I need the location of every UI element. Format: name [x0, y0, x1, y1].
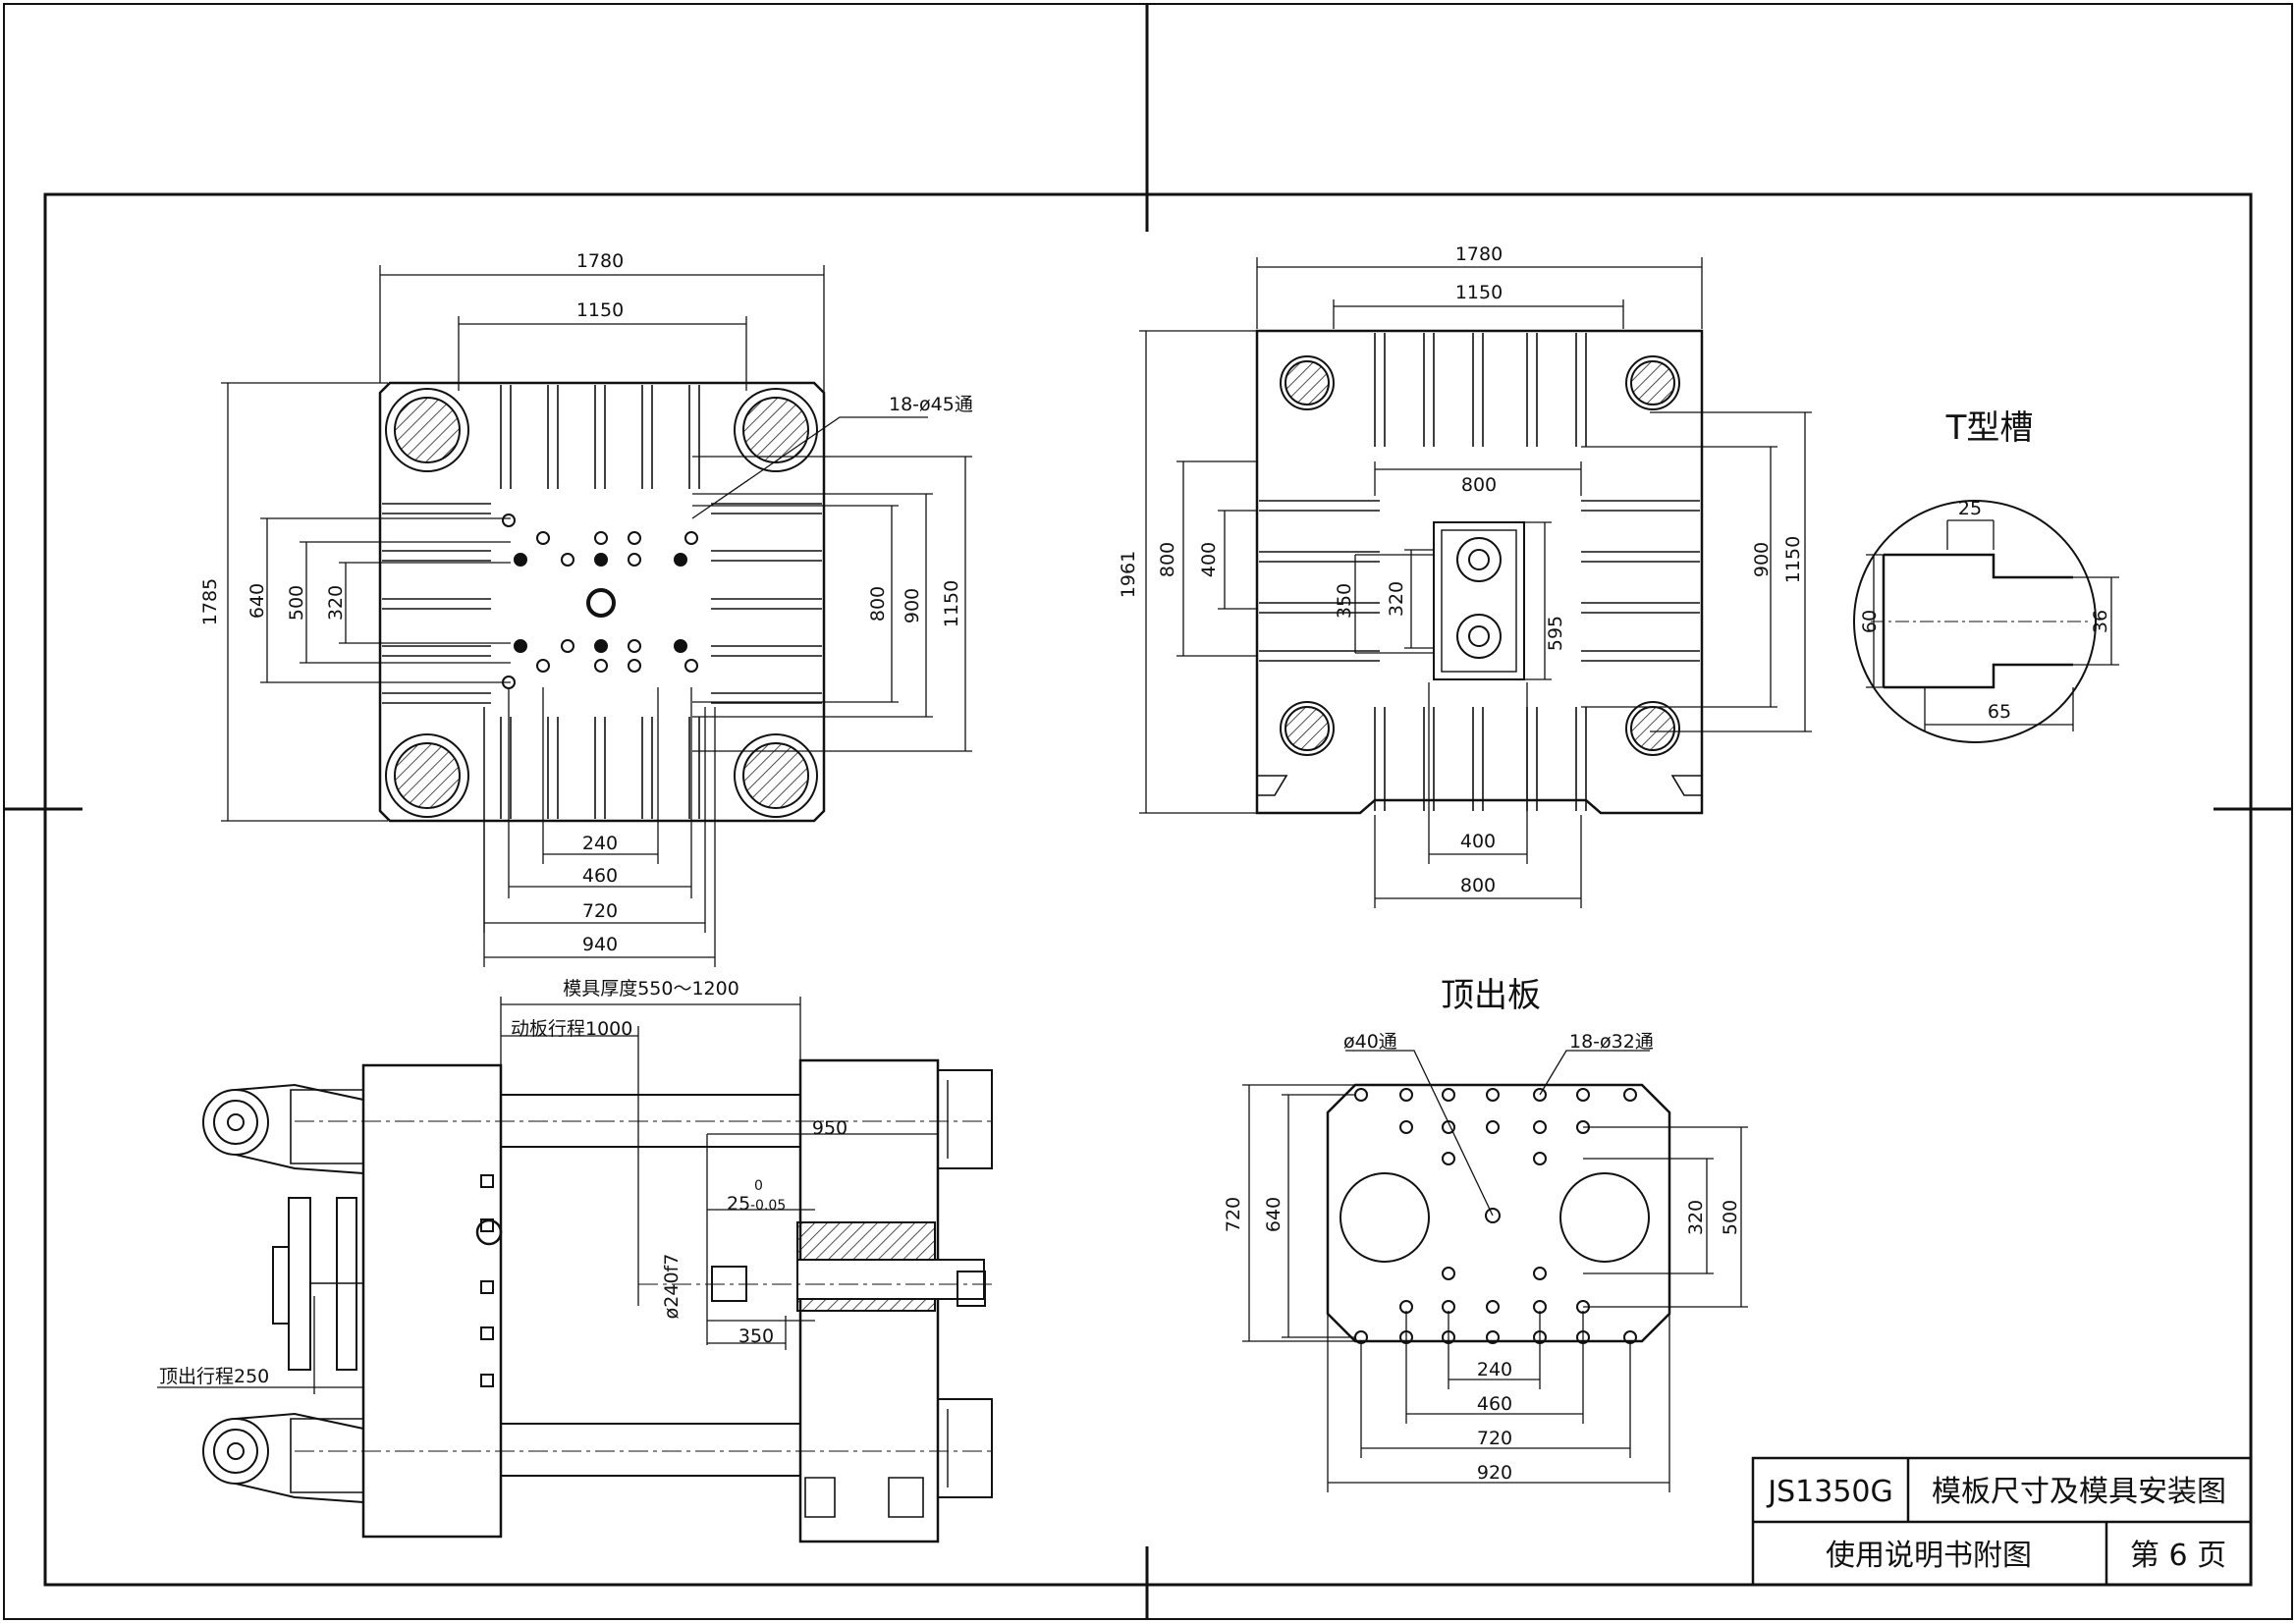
- dim-940: 940: [582, 934, 618, 955]
- dim-1780: 1780: [1455, 243, 1503, 265]
- view1-labels: 1780 1150 18-ø45通 1785 640 500 320 800 9…: [199, 250, 973, 955]
- platen-stroke-label: 动板行程1000: [511, 1018, 632, 1040]
- holes-note: 18-ø45通: [889, 394, 973, 415]
- dim-65: 65: [1988, 701, 2011, 723]
- tolerance-upper: 0: [754, 1178, 763, 1194]
- center-hole-note: ø40通: [1343, 1031, 1397, 1053]
- dim-240f7: ø240f7: [661, 1254, 683, 1320]
- ejector-opening: [1433, 521, 1525, 680]
- tie-bar-holes: [385, 388, 818, 818]
- dim-460: 460: [582, 865, 618, 887]
- dim-1150: 1150: [1455, 282, 1503, 303]
- title-block-text: JS1350G 模板尺寸及模具安装图 使用说明书附图 第 6 页: [1766, 1475, 2226, 1573]
- view2-labels: 1780 1150 800 1961 800 400 350 320 595 9…: [1118, 243, 1804, 896]
- dim-950: 950: [812, 1117, 847, 1139]
- tie-bars: [295, 1094, 992, 1477]
- dim-920: 920: [1477, 1462, 1512, 1484]
- mounting-holes: [502, 514, 698, 689]
- dim-1780: 1780: [576, 250, 624, 272]
- holes-note: 18-ø32通: [1569, 1031, 1654, 1053]
- dim-36: 36: [2090, 610, 2111, 633]
- tolerance-label: 25: [727, 1193, 750, 1215]
- dim-595: 595: [1545, 616, 1566, 651]
- dim-240: 240: [582, 833, 618, 854]
- ejector-cylinder: [272, 1197, 363, 1371]
- view2-t-slots: [1259, 333, 1700, 811]
- ejector-dimensions: [1242, 1050, 1748, 1492]
- dim-500: 500: [1720, 1200, 1741, 1235]
- view2-dimensions: [1139, 257, 1812, 908]
- dim-1961: 1961: [1118, 551, 1139, 598]
- dim-320: 320: [325, 585, 347, 621]
- dim-900: 900: [1751, 542, 1773, 577]
- dim-400-left: 400: [1198, 542, 1220, 577]
- tolerance-lower: -0.05: [750, 1198, 786, 1214]
- dim-800-left: 800: [1157, 542, 1178, 577]
- dim-800-bottom: 800: [1460, 875, 1496, 896]
- dim-1150: 1150: [576, 299, 624, 321]
- dim-720: 720: [1223, 1197, 1244, 1232]
- moving-platen: [361, 1063, 503, 1539]
- dim-350: 350: [738, 1325, 774, 1347]
- dim-460: 460: [1477, 1393, 1512, 1415]
- dim-1150-right: 1150: [941, 580, 962, 627]
- ejector-plate-view: [1242, 1050, 1748, 1492]
- dim-500: 500: [286, 585, 307, 621]
- sheet-frame: [3, 3, 2293, 1620]
- t-slot-labels: 25 60 36 65: [1859, 498, 2111, 723]
- dim-1785: 1785: [199, 578, 221, 625]
- document-type: 使用说明书附图: [1826, 1539, 2032, 1573]
- fixed-platen-side: [798, 1058, 993, 1543]
- dim-350: 350: [1334, 583, 1355, 619]
- moving-platen-view: [1139, 257, 1812, 908]
- view2-tie-bar-holes: [1280, 355, 1680, 756]
- ejector-plate-title: 顶出板: [1441, 976, 1541, 1015]
- model-number: JS1350G: [1766, 1475, 1893, 1509]
- dim-25: 25: [1958, 498, 1982, 519]
- side-dimensions: [157, 997, 938, 1394]
- ejector-labels: ø40通 18-ø32通 720 640 320 500 240 460 720…: [1223, 1031, 1741, 1484]
- drawing-title: 模板尺寸及模具安装图: [1932, 1475, 2226, 1509]
- dim-720: 720: [582, 900, 618, 922]
- dim-400-bottom: 400: [1460, 831, 1496, 852]
- title-block: [1751, 1456, 2253, 1587]
- dim-320: 320: [1685, 1200, 1707, 1235]
- dim-800: 800: [867, 586, 889, 622]
- dim-640: 640: [1263, 1197, 1285, 1232]
- ejector-stroke-label: 顶出行程250: [159, 1366, 269, 1387]
- view1-dimensions: [221, 265, 972, 967]
- page-number: 第 6 页: [2130, 1539, 2226, 1573]
- side-elevation-view: [157, 997, 993, 1543]
- dim-640: 640: [246, 583, 268, 619]
- dim-900: 900: [902, 588, 923, 623]
- dim-800-top: 800: [1461, 474, 1497, 496]
- locating-ring: [638, 1221, 992, 1312]
- mold-thickness-label: 模具厚度550～1200: [563, 978, 739, 1000]
- t-slot-detail: [1853, 500, 2119, 743]
- dim-320: 320: [1386, 581, 1407, 617]
- dim-240: 240: [1477, 1359, 1512, 1380]
- t-slot-title: T型槽: [1945, 408, 2034, 448]
- dim-1150-right: 1150: [1782, 536, 1804, 583]
- fixed-platen-view: [221, 265, 972, 967]
- t-slots: [382, 385, 822, 819]
- toggle-links: [202, 1083, 364, 1503]
- side-view-labels: 模具厚度550～1200 动板行程1000 950 25 0 -0.05 ø24…: [159, 978, 847, 1387]
- dim-60: 60: [1859, 610, 1881, 633]
- dim-720-bottom: 720: [1477, 1428, 1512, 1449]
